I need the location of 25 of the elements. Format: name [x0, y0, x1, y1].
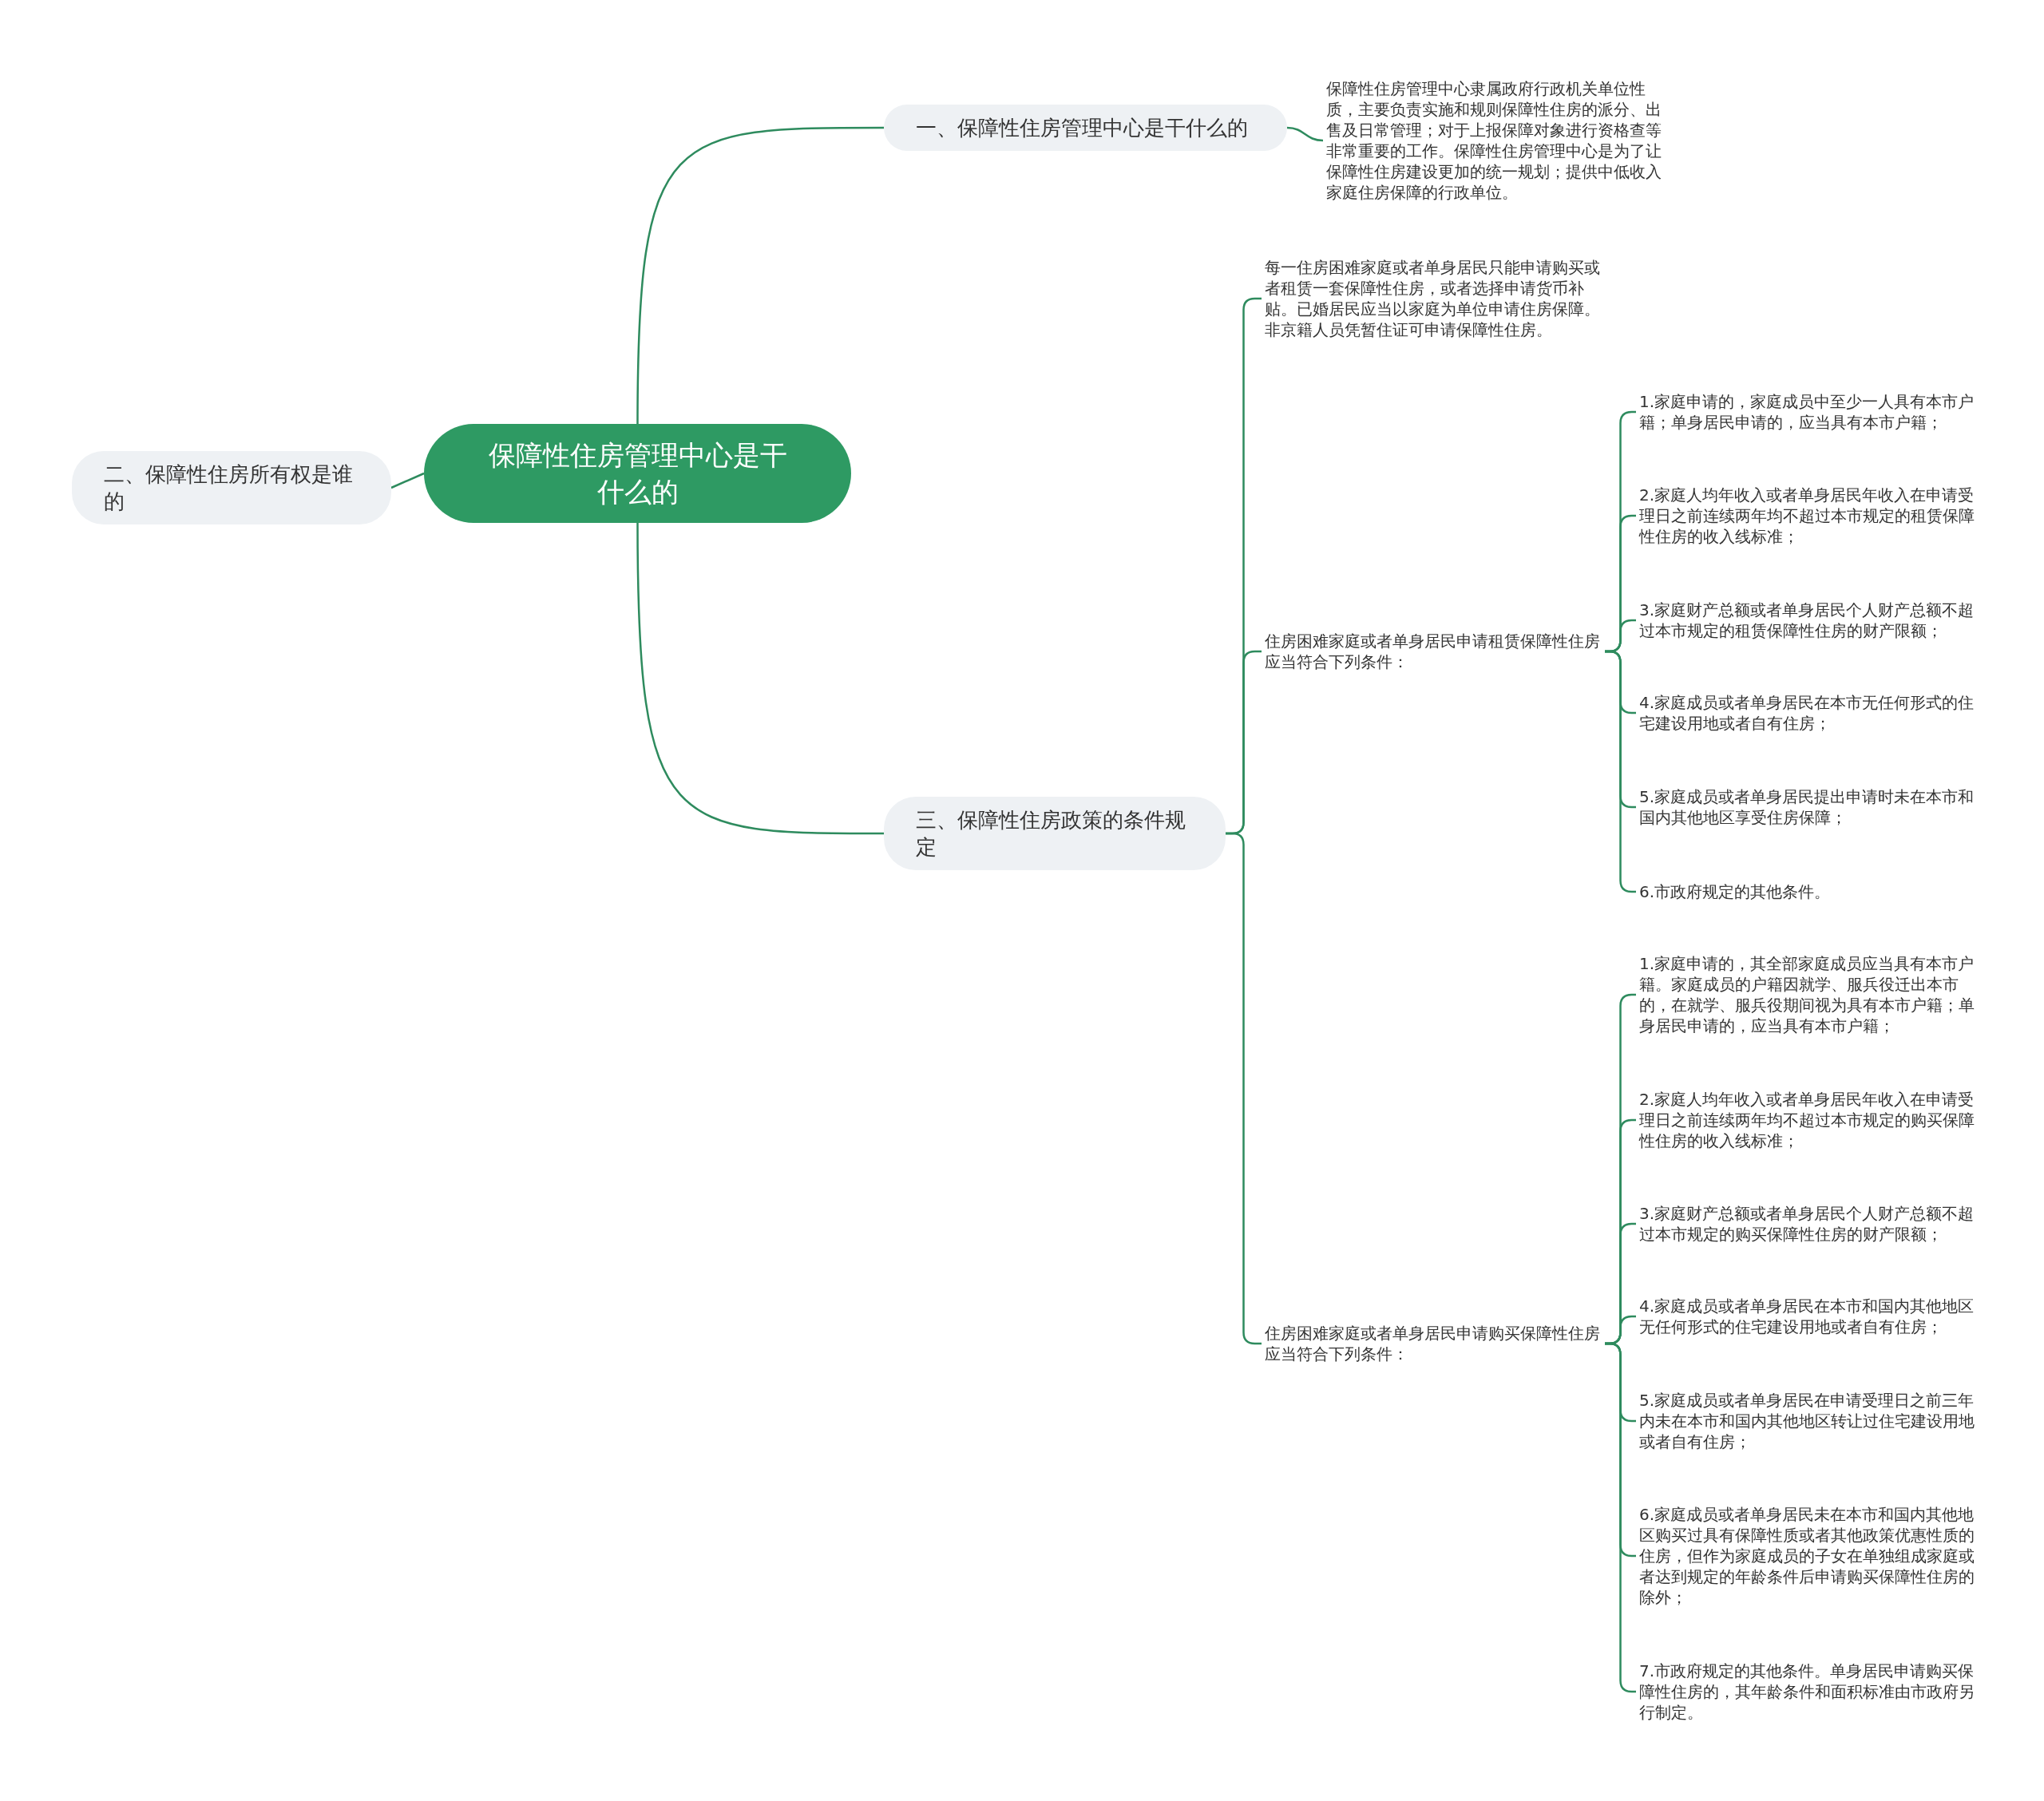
topic-text: 5.家庭成员或者单身居民提出申请时未在本市和国内其他地区享受住房保障；	[1636, 786, 1979, 828]
topic-text: 3.家庭财产总额或者单身居民个人财产总额不超过本市规定的租赁保障性住房的财产限额；	[1636, 600, 1979, 641]
topic-text: 4.家庭成员或者单身居民在本市和国内其他地区无任何形式的住宅建设用地或者自有住房；	[1636, 1296, 1979, 1337]
topic-text: 6.市政府规定的其他条件。	[1636, 881, 1979, 902]
topic-text: 5.家庭成员或者单身居民在申请受理日之前三年内未在本市和国内其他地区转让过住宅建设用地或者自有住房；	[1636, 1390, 1979, 1452]
topic-text: 住房困难家庭或者单身居民申请租赁保障性住房应当符合下列条件：	[1262, 631, 1605, 672]
topic-text: 3.家庭财产总额或者单身居民个人财产总额不超过本市规定的购买保障性住房的财产限额；	[1636, 1203, 1979, 1245]
connector-line	[1286, 126, 1324, 142]
topic-text: 7.市政府规定的其他条件。单身居民申请购买保障性住房的，其年龄条件和面积标准由市政府另行制定。	[1636, 1660, 1979, 1723]
connector-line	[636, 523, 884, 835]
topic-text: 每一住房困难家庭或者单身居民只能申请购买或者租赁一套保障性住房，或者选择申请货币补贴。已婚居民应当以家庭为单位申请住房保障。非京籍人员凭暂住证可申请保障性住房。	[1262, 257, 1605, 340]
topic-text: 保障性住房管理中心隶属政府行政机关单位性质，主要负责实施和规则保障性住房的派分、出售及日常管理；对于上报保障对象进行资格查等非常重要的工作。保障性住房管理中心是为了让保障性住房建设更加的统一规划；提供中低收入家庭住房保障的行政单位。	[1323, 78, 1666, 203]
topic-text: 1.家庭申请的，家庭成员中至少一人具有本市户籍；单身居民申请的，应当具有本市户籍；	[1636, 391, 1979, 433]
topic-pill: 三、保障性住房政策的条件规定	[884, 797, 1226, 870]
central-topic: 保障性住房管理中心是干什么的	[424, 424, 851, 523]
topic-text: 2.家庭人均年收入或者单身居民年收入在申请受理日之前连续两年均不超过本市规定的购买保障性住房的收入线标准；	[1636, 1089, 1979, 1151]
topic-text: 1.家庭申请的，其全部家庭成员应当具有本市户籍。家庭成员的户籍因就学、服兵役迁出本市的，在就学、服兵役期间视为具有本市户籍；单身居民申请的，应当具有本市户籍；	[1636, 953, 1979, 1036]
topic-text: 4.家庭成员或者单身居民在本市无任何形式的住宅建设用地或者自有住房；	[1636, 692, 1979, 734]
topic-pill: 二、保障性住房所有权是谁的	[72, 451, 391, 524]
connector-line	[390, 472, 425, 489]
topic-text: 2.家庭人均年收入或者单身居民年收入在申请受理日之前连续两年均不超过本市规定的租赁保障性住房的收入线标准；	[1636, 485, 1979, 547]
topic-text: 住房困难家庭或者单身居民申请购买保障性住房应当符合下列条件：	[1262, 1323, 1605, 1364]
topic-pill: 一、保障性住房管理中心是干什么的	[884, 105, 1287, 151]
connector-line	[636, 126, 884, 424]
topic-text: 6.家庭成员或者单身居民未在本市和国内其他地区购买过具有保障性质或者其他政策优惠性质的住房，但作为家庭成员的子女在单独组成家庭或者达到规定的年龄条件后申请购买保障性住房的除外；	[1636, 1504, 1979, 1608]
